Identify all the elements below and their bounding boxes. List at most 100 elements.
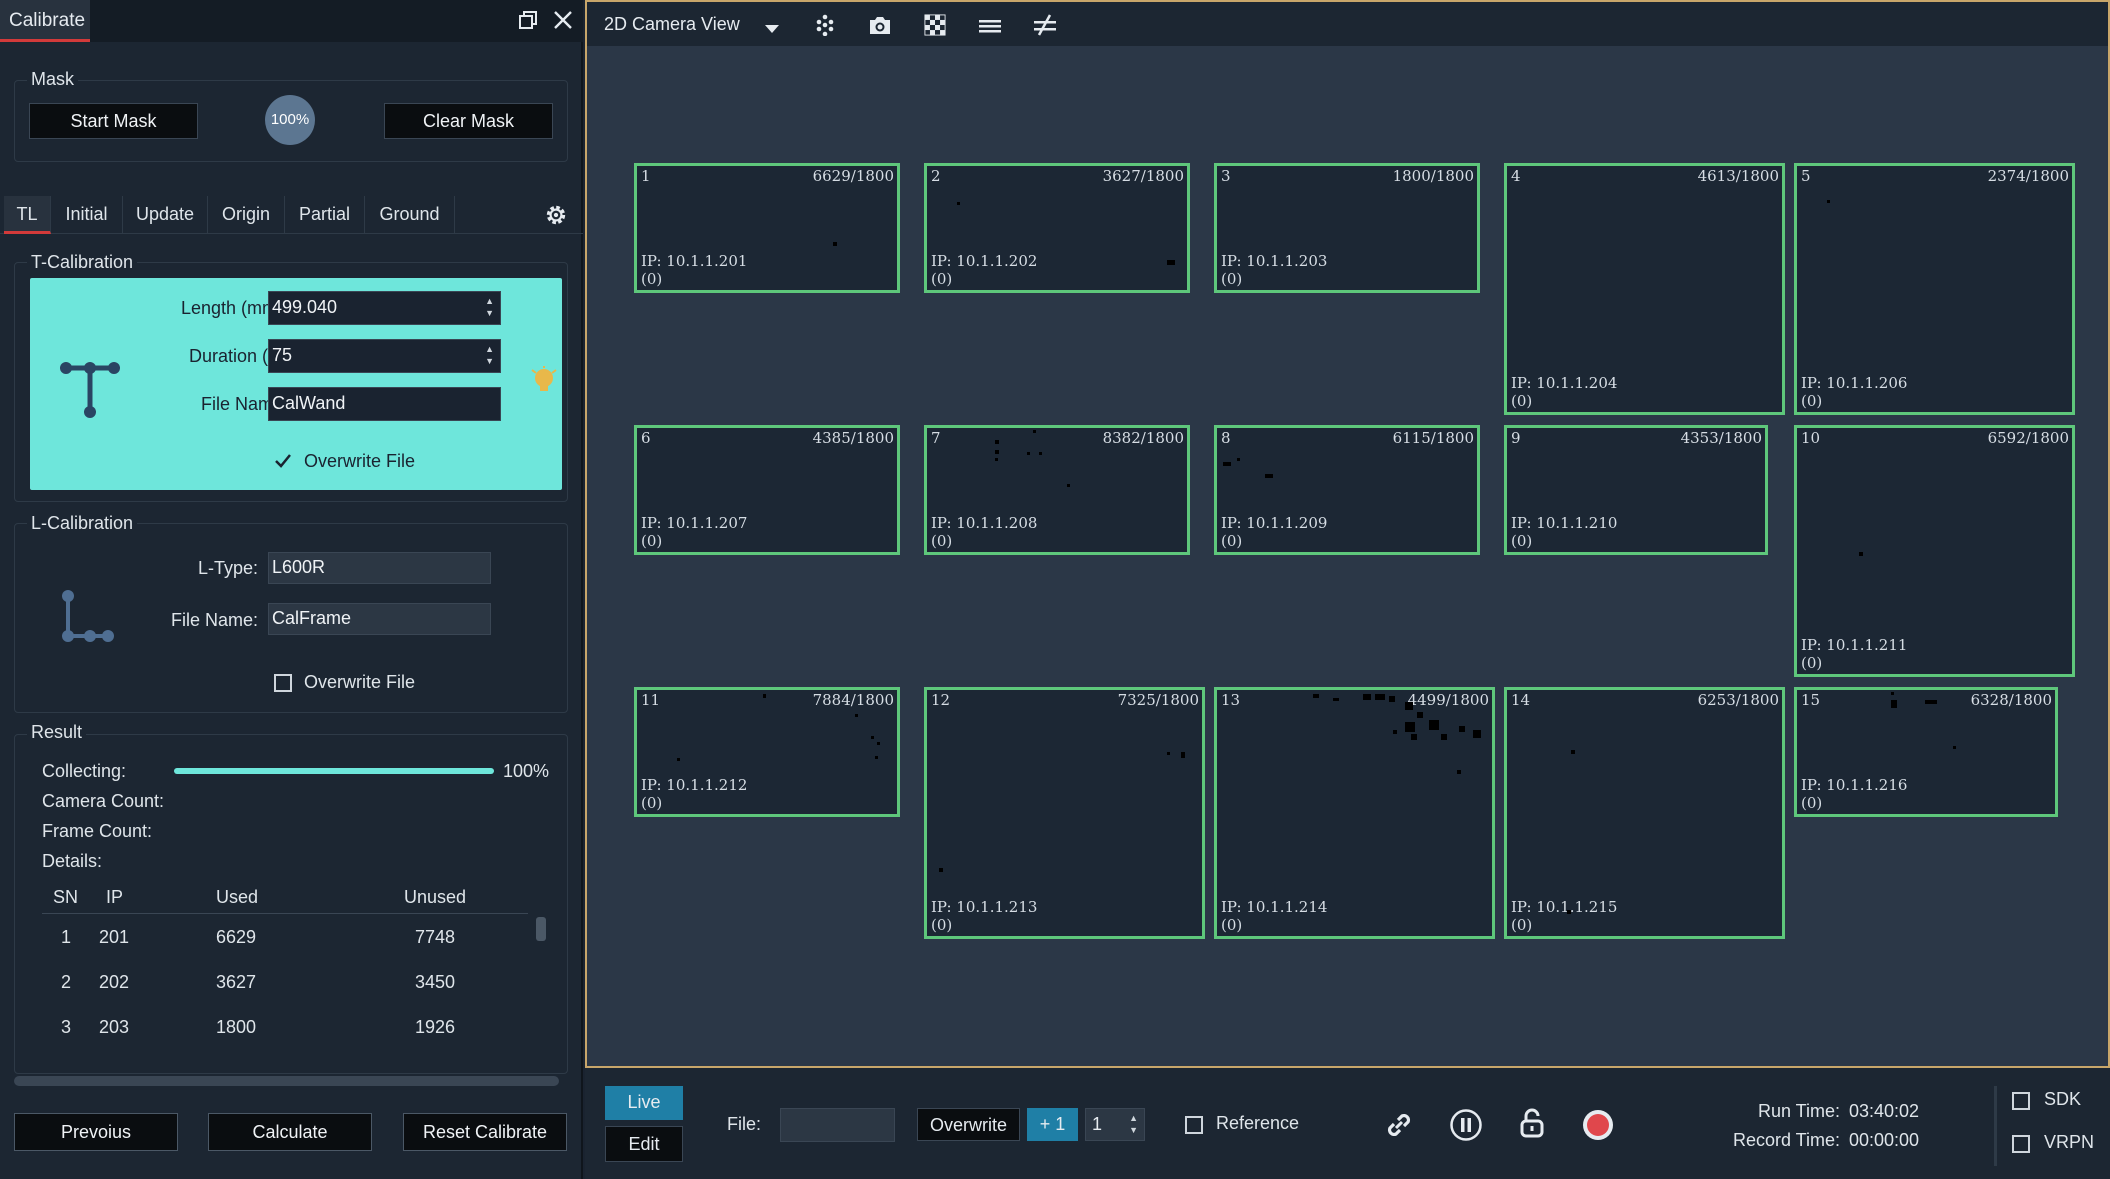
- t-wand-icon: [60, 362, 120, 418]
- t-calibration-group: [14, 262, 568, 502]
- record-icon[interactable]: [1581, 1108, 1615, 1142]
- marker-blob: [1429, 720, 1439, 730]
- file-input[interactable]: [780, 1108, 895, 1142]
- camera-frame-count: 1800/1800: [1392, 167, 1474, 185]
- camera-frame-count: 6592/1800: [1987, 429, 2069, 447]
- t-file-name-input[interactable]: CalWand: [268, 387, 501, 421]
- t-overwrite-checkbox[interactable]: [274, 452, 292, 470]
- cell-sn: 1: [61, 927, 72, 947]
- duration-spinner-icon[interactable]: ▲▼: [485, 344, 494, 366]
- unlock-icon[interactable]: [1515, 1106, 1549, 1140]
- length-input[interactable]: 499.040 ▲▼: [268, 291, 501, 325]
- run-time-label: Run Time:: [1757, 1101, 1840, 1121]
- marker-blob: [1389, 696, 1395, 702]
- previous-button[interactable]: Prevoius: [14, 1113, 178, 1151]
- plus-one-button[interactable]: + 1: [1027, 1108, 1078, 1141]
- panel-title-tab[interactable]: Calibrate: [0, 0, 90, 42]
- camera-ip: IP: 10.1.1.209: [1221, 514, 1328, 532]
- edit-button[interactable]: Edit: [605, 1126, 683, 1162]
- tab-initial[interactable]: Initial: [51, 196, 123, 234]
- bottom-divider: [1994, 1086, 1997, 1166]
- clear-mask-button[interactable]: Clear Mask: [384, 103, 553, 139]
- table-vertical-scrollbar[interactable]: [536, 917, 546, 941]
- tab-tl[interactable]: TL: [4, 196, 51, 234]
- lines-icon[interactable]: [978, 14, 1002, 36]
- reference-checkbox[interactable]: [1185, 1116, 1203, 1134]
- not-equal-icon[interactable]: [1033, 14, 1057, 36]
- restore-window-icon[interactable]: [516, 8, 540, 32]
- gear-icon[interactable]: [543, 202, 569, 228]
- camera-ip: IP: 10.1.1.201: [641, 252, 748, 270]
- l-file-name-input[interactable]: CalFrame: [268, 603, 491, 635]
- overwrite-button[interactable]: Overwrite: [917, 1108, 1020, 1141]
- camera-zero-count: (0): [1511, 532, 1533, 550]
- col-header-ip: IP: [106, 887, 124, 907]
- collecting-progress-fill: [174, 768, 494, 774]
- counter-input[interactable]: 1 ▲▼: [1085, 1108, 1145, 1141]
- markers-icon[interactable]: [813, 14, 837, 36]
- cell-unused: 1926: [415, 1017, 456, 1037]
- camera-icon[interactable]: [868, 14, 892, 36]
- marker-blob: [1891, 700, 1897, 708]
- l-overwrite-checkbox[interactable]: [274, 674, 292, 692]
- calculate-button[interactable]: Calculate: [208, 1113, 372, 1151]
- camera-view-area: 2D Camera View: [585, 0, 2110, 1179]
- pause-icon[interactable]: [1449, 1108, 1483, 1142]
- col-header-unused: Unused: [404, 887, 467, 907]
- camera-ip: IP: 10.1.1.207: [641, 514, 748, 532]
- panel-horizontal-scrollbar[interactable]: [14, 1076, 559, 1086]
- l-calibration-group: [14, 523, 568, 713]
- live-button[interactable]: Live: [605, 1086, 683, 1120]
- checker-icon[interactable]: [923, 14, 947, 36]
- link-icon[interactable]: [1382, 1108, 1416, 1142]
- camera-frame-count: 6629/1800: [812, 167, 894, 185]
- counter-value: 1: [1092, 1114, 1103, 1134]
- reference-label: Reference: [1216, 1113, 1300, 1133]
- lightbulb-icon[interactable]: [530, 366, 558, 396]
- cell-sn: 2: [61, 972, 72, 992]
- vrpn-checkbox[interactable]: [2012, 1135, 2030, 1153]
- marker-blob: [995, 450, 999, 454]
- start-mask-button[interactable]: Start Mask: [29, 103, 198, 139]
- sdk-checkbox[interactable]: [2012, 1092, 2030, 1110]
- length-spinner-icon[interactable]: ▲▼: [485, 296, 494, 318]
- view-title[interactable]: 2D Camera View: [604, 14, 740, 34]
- camera-number: 11: [641, 691, 661, 709]
- t-calibration-active-box: Length (mm): 499.040 ▲▼ Duration (s): 75…: [30, 278, 562, 490]
- reset-calibrate-button[interactable]: Reset Calibrate: [403, 1113, 567, 1151]
- tab-partial[interactable]: Partial: [285, 196, 365, 234]
- counter-spinner-icon[interactable]: ▲▼: [1129, 1113, 1138, 1135]
- l-type-input[interactable]: L600R: [268, 552, 491, 584]
- marker-blob: [995, 440, 999, 444]
- dropdown-icon[interactable]: [760, 18, 784, 40]
- duration-input[interactable]: 75 ▲▼: [268, 339, 501, 373]
- close-icon[interactable]: [551, 8, 575, 32]
- camera-number: 4: [1511, 167, 1521, 185]
- tab-origin[interactable]: Origin: [208, 196, 285, 234]
- l-type-label: L-Type:: [197, 558, 258, 578]
- run-time-value: 03:40:02: [1849, 1101, 1920, 1121]
- camera-zero-count: (0): [1801, 392, 1823, 410]
- length-label: Length (mm):: [180, 298, 288, 318]
- tab-ground[interactable]: Ground: [365, 196, 455, 234]
- marker-blob: [1067, 484, 1070, 487]
- camera-number: 7: [931, 429, 941, 447]
- marker-blob: [1925, 700, 1937, 704]
- cell-ip: 201: [99, 927, 130, 947]
- tab-update[interactable]: Update: [123, 196, 208, 234]
